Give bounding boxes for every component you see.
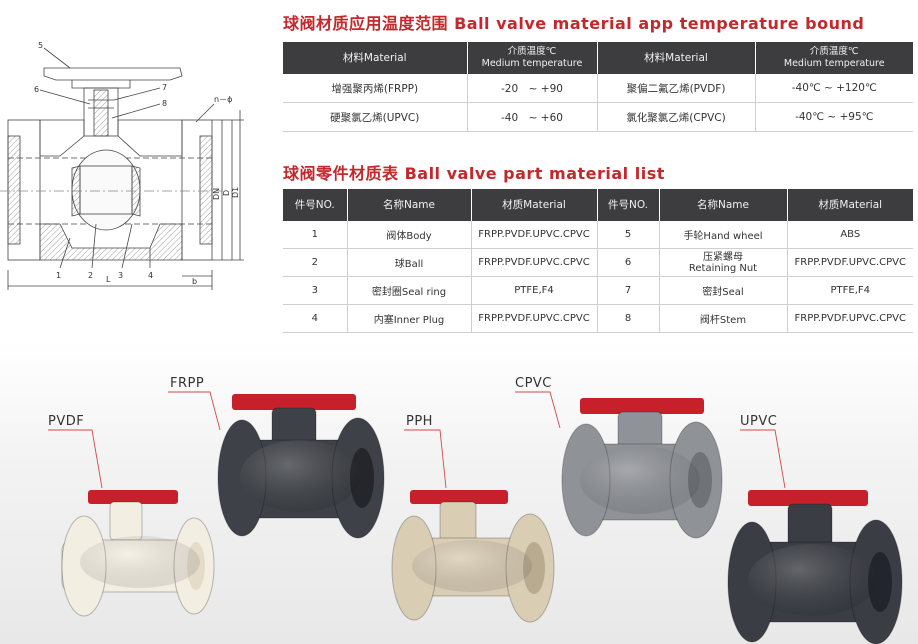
part-name-cell: 球Ball [347,248,472,277]
header-material-1: 材料Material [283,42,468,74]
part-number-cell: 2 [283,248,348,277]
handle-frpp [232,394,356,410]
table-cell: 硬聚氯乙烯(UPVC) [283,102,468,132]
valve-photo-pvdf [61,490,215,617]
bonnet-pvdf [109,501,143,541]
part-number-cell: 6 [597,248,660,277]
flange-left-upvc [727,521,777,643]
product-photos [48,391,903,644]
header-material-2: 材质Material [787,189,913,221]
dim-DN: DN [212,188,221,200]
parts-table-header-row: 件号NO. 名称Name 材质Material 件号NO. 名称Name 材质M… [283,189,913,221]
flange-left-frpp [217,419,267,537]
product-label-cpvc: CPVC [515,376,552,391]
part-number-cell: 8 [597,304,660,333]
part-number-cell: 3 [283,276,348,305]
header-name-2: 名称Name [659,189,788,221]
header-material-1: 材质Material [471,189,598,221]
table-cell: 氯化聚氯乙烯(CPVC) [597,102,756,132]
product-label-pph: PPH [406,414,433,429]
callout-2: 2 [88,271,93,280]
part-material-cell: FRPP.PVDF.UPVC.CPVC [471,221,598,249]
table-cell: 增强聚丙烯(FRPP) [283,74,468,103]
part-name-cell: 密封Seal [659,276,788,305]
handle-upvc [748,490,868,506]
table-cell: 聚偏二氟乙烯(PVDF) [597,74,756,103]
flange-left-pvdf [61,515,107,617]
valve-photo-pph [391,490,555,623]
table-row: 增强聚丙烯(FRPP) -20 ~ +90 聚偏二氟乙烯(PVDF) -40℃ … [283,74,913,103]
part-name-cell: 密封圈Seal ring [347,276,472,305]
dim-D: D [222,190,231,196]
dim-b: b [192,277,197,286]
callout-6: 6 [34,85,39,94]
table-cell: -40 ~ +60 [467,102,598,132]
parts-table-title: 球阀零件材质表 Ball valve part material list [283,164,665,183]
handle-cpvc [580,398,704,414]
callout-8: 8 [162,99,167,108]
part-number-cell: 7 [597,276,660,305]
table-cell: -20 ~ +90 [467,74,598,103]
bonnet-upvc [787,503,833,549]
handle-pvdf [88,490,178,504]
part-name-cell: 手轮Hand wheel [659,221,788,249]
flange-left-cpvc [561,423,611,537]
valve-photo-frpp [217,394,385,539]
callout-3: 3 [118,271,123,280]
part-material-cell: FRPP.PVDF.UPVC.CPVC [787,248,913,277]
part-name-cell: 阀杆Stem [659,304,788,333]
callout-7: 7 [162,83,167,92]
parts-table: 件号NO. 名称Name 材质Material 件号NO. 名称Name 材质M… [283,189,913,333]
header-no-1: 件号NO. [283,189,348,221]
part-material-cell: FRPP.PVDF.UPVC.CPVC [787,304,913,333]
part-material-cell: FRPP.PVDF.UPVC.CPVC [471,248,598,277]
valve-photo-cpvc [561,398,723,539]
part-number-cell: 5 [597,221,660,249]
part-name-cell: 阀体Body [347,221,472,249]
callout-5: 5 [38,41,43,50]
dim-n-phi: n－ϕ [214,95,232,104]
bonnet-pph [439,501,477,543]
product-label-upvc: UPVC [740,414,778,429]
table-row: 硬聚氯乙烯(UPVC) -40 ~ +60 氯化聚氯乙烯(CPVC) -40℃ … [283,102,913,132]
dim-D1: D1 [231,187,240,198]
dim-L: L [106,275,111,284]
header-material-2: 材料Material [597,42,756,74]
product-label-frpp: FRPP [170,376,205,391]
handle-pph [410,490,508,504]
valve-cross-section-diagram: 5 6 7 8 1 2 3 4 L b n－ϕ DN D D1 [0,41,244,290]
table-cell: -40℃ ~ +120℃ [755,74,913,103]
part-number-cell: 1 [283,221,348,249]
part-material-cell: PTFE,F4 [787,276,913,305]
temperature-table-title: 球阀材质应用温度范围 Ball valve material app tempe… [283,14,865,33]
part-material-cell: FRPP.PVDF.UPVC.CPVC [471,304,598,333]
product-label-pvdf: PVDF [48,414,85,429]
part-name-cell: 内塞Inner Plug [347,304,472,333]
callout-4: 4 [148,271,153,280]
header-no-2: 件号NO. [597,189,660,221]
callout-1: 1 [56,271,61,280]
part-material-cell: ABS [787,221,913,249]
valve-photo-upvc [727,490,903,644]
part-material-cell: PTFE,F4 [471,276,598,305]
table-cell: -40℃ ~ +95℃ [755,102,913,132]
header-name-1: 名称Name [347,189,472,221]
part-number-cell: 4 [283,304,348,333]
flange-left-pph [391,515,437,621]
